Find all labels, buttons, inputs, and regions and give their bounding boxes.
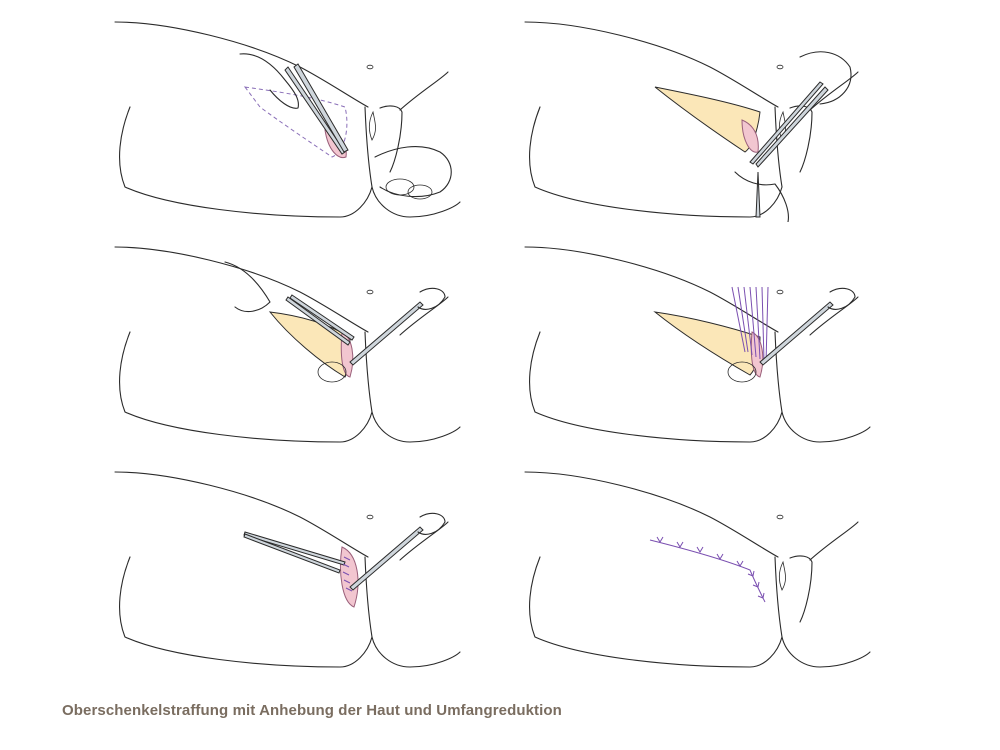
illustration-panel-step-2 xyxy=(520,12,880,222)
step-3-drawing xyxy=(114,246,461,443)
step-6-drawing xyxy=(524,471,871,668)
step-5-drawing xyxy=(114,471,461,668)
illustration-panel-step-1 xyxy=(110,12,470,222)
step-4-drawing xyxy=(524,246,871,443)
illustration-panel-step-3 xyxy=(110,237,470,447)
illustration-panel-step-5 xyxy=(110,462,470,672)
step-2-drawing xyxy=(524,21,859,222)
illustration-panel-step-6 xyxy=(520,462,880,672)
figure-caption: Oberschenkelstraffung mit Anhebung der H… xyxy=(62,702,562,719)
illustration-panel-step-4 xyxy=(520,237,880,447)
step-1-drawing xyxy=(114,21,461,218)
